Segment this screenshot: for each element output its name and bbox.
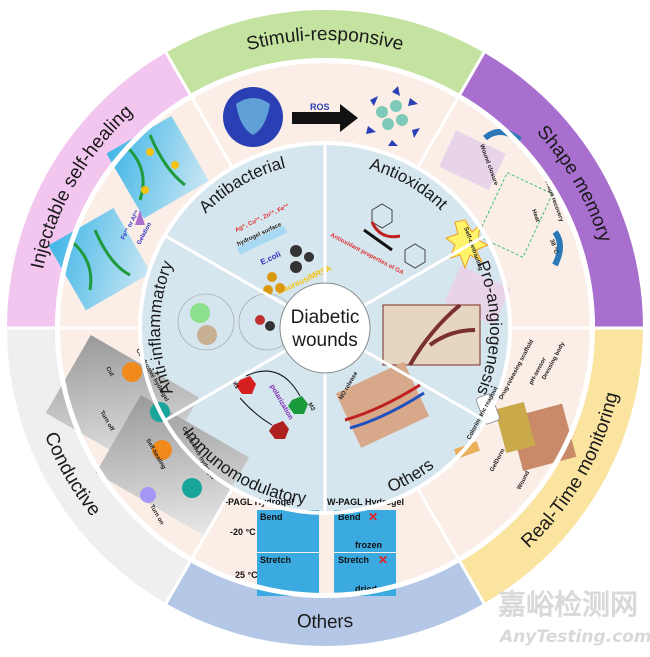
g-pagl-label: G-PAGL Hydrogel: [218, 497, 294, 507]
self-contracting-burst: [444, 219, 490, 270]
metal-ion-icon: [171, 161, 179, 169]
zoom-circle: [177, 293, 235, 351]
nanoparticle-icon: [265, 321, 275, 331]
arrow-icon: [245, 370, 301, 397]
outer-ring-label: Others: [296, 611, 354, 633]
outer-ring-label-path: Others: [296, 611, 354, 633]
dried-label: dried: [355, 584, 377, 594]
shape-recovery-box: [476, 172, 554, 258]
inner-divider: [164, 234, 287, 307]
temperature-label: 38 °C: [548, 239, 559, 256]
stimuli-illustration: ROS: [223, 86, 420, 147]
center-title-line1: Diabetic: [291, 307, 360, 328]
skin-tissue-block: [439, 130, 506, 190]
inner-divider: [363, 349, 486, 422]
nanoparticle-icon: [255, 315, 265, 325]
ring-gap: [55, 58, 595, 598]
center-circle: [279, 282, 371, 374]
watermark-chinese: 嘉峪检测网: [498, 588, 638, 621]
blood-vessel: [349, 391, 425, 430]
vessel-branch: [408, 303, 476, 366]
bacteria-icon: [267, 272, 277, 282]
m1-macrophage-icon: [236, 376, 256, 394]
cross-icon: ✕: [378, 553, 388, 567]
molecule-icon: [404, 243, 426, 269]
metal-ion-icon: [141, 186, 149, 194]
curved-arrow-icon: [370, 221, 401, 239]
macrophage-icon: [269, 421, 289, 439]
conductive-photo-healed: [95, 395, 250, 536]
outer-ring: [7, 9, 643, 646]
hydrogel-surface-band: [236, 225, 288, 255]
gelation-arrow-icon: [135, 210, 145, 225]
watermark-english: AnyTesting.com: [498, 627, 650, 647]
hydrogel-disc: [152, 440, 172, 460]
sector-divider: [163, 487, 234, 606]
molecule-icon: [190, 303, 210, 323]
temperature-low-label: -20 °C: [230, 527, 256, 537]
polymer-chain: [126, 134, 186, 201]
molecule-icon: [197, 325, 217, 345]
center-title-line2: wounds: [291, 330, 358, 351]
dressing-patch: [494, 401, 536, 454]
sector-divider: [416, 487, 487, 606]
stretch-label: Stretch: [260, 555, 291, 565]
sector-divider: [163, 50, 234, 169]
anti-inflammatory-illustration: [177, 293, 296, 351]
sector-divider: [416, 50, 487, 169]
cut-label: Cut: [104, 366, 114, 378]
blood-vessel: [344, 383, 421, 422]
curved-arrow-icon: [552, 230, 563, 267]
bacteria-icon: [275, 283, 285, 293]
curved-arrow-icon: [483, 129, 522, 143]
outer-sector-real-time-monitoring: [460, 328, 643, 604]
arrow-icon: [239, 397, 273, 426]
nanoparticle-cutaway: [236, 98, 270, 135]
frozen-label: frozen: [355, 540, 382, 550]
watermark: 嘉峪检测网 AnyTesting.com: [498, 588, 650, 647]
bacteria-icon: [290, 245, 302, 257]
w-pagl-bend-photo: [334, 510, 396, 552]
outer-sector-others: [166, 561, 484, 646]
heat-label: Heat: [530, 209, 540, 223]
m1-label: M1: [230, 380, 240, 391]
reaction-arrow-icon: [363, 228, 393, 252]
cross-icon: ✕: [368, 510, 378, 524]
metal-ion-icon: [146, 148, 154, 156]
g-pagl-bend-photo: [257, 510, 319, 552]
separators: [5, 50, 645, 606]
released-particles-icon: [366, 86, 420, 146]
outer-sector-stimuli-responsive: [166, 9, 484, 95]
outer-sector-injectable-self-healing: [7, 52, 190, 329]
inner-divider: [363, 234, 486, 307]
led-on-icon: [140, 487, 156, 503]
outer-sector-shape-memory: [460, 52, 643, 329]
bacteria-icon: [290, 261, 302, 273]
hydrogel-disc: [122, 362, 142, 382]
hydrogel-disc: [182, 478, 202, 498]
m2-label: M2: [306, 402, 316, 413]
bacteria-icon: [304, 252, 314, 262]
outer-sector-conductive: [7, 328, 190, 604]
inner-divider: [164, 349, 287, 422]
skin-tissue-block: [444, 265, 511, 325]
arrow-icon: [292, 104, 358, 132]
m2-macrophage-icon: [288, 396, 308, 414]
bend-label: Bend: [338, 512, 361, 522]
angiogenesis-illustration: [382, 303, 481, 366]
polymer-chain: [69, 229, 131, 291]
stretch-label: Stretch: [338, 555, 369, 565]
bend-label: Bend: [260, 512, 283, 522]
temperature-high-label: 25 °C: [235, 570, 258, 580]
ros-label: ROS: [310, 102, 330, 112]
w-pagl-label: W-PAGL Hydrogel: [327, 497, 404, 507]
